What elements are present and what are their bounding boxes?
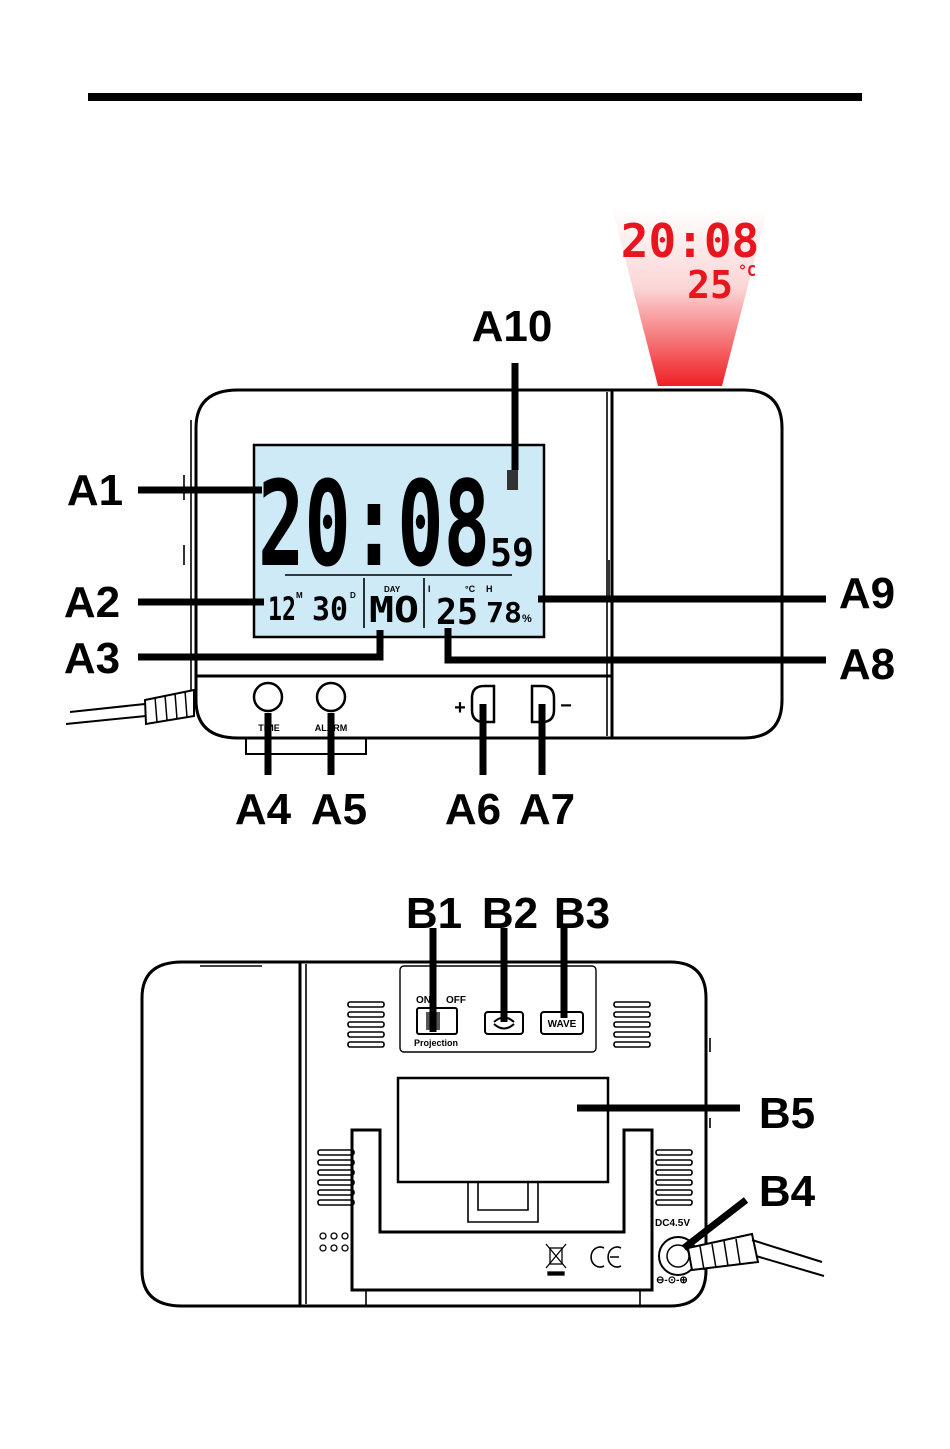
signal-icon [507,470,518,490]
minus-button-label: − [560,695,572,717]
callout-a8: A8 [839,640,895,689]
projection-unit: °C [738,262,756,280]
recycle-bin-icon [546,1244,566,1275]
stand-foot-back [366,1290,640,1306]
callout-b2: B2 [482,889,538,938]
switch-off-label: OFF [446,995,466,1006]
callout-b1: B1 [406,889,462,938]
back-view: ON OFF Projection WAVE DC4.5V ⊖-⊙-⊕ [142,889,824,1306]
power-cable-back [688,1234,824,1276]
vents-left-bottom [318,1150,354,1205]
lcd-time: 20:08 [258,455,490,593]
front-view: 20:08 25 °C 20:08 59 12 M 30 [64,208,895,834]
lcd-day-unit: D [350,591,356,600]
lcd-seconds: 59 [490,531,534,575]
ce-mark-icon [591,1247,621,1267]
stand-latch [468,1182,538,1222]
projection-switch-label: Projection [414,1038,458,1048]
vents-right-top [614,1002,650,1047]
lcd-month: 12 [268,590,296,628]
lcd-day: 30 [312,590,348,628]
callout-a10: A10 [472,302,553,351]
polarity-icon: ⊖-⊙-⊕ [656,1275,688,1286]
lcd-temperature: 25 [436,592,478,633]
vents-right-bottom [656,1150,692,1205]
lcd-weekday: MO [369,590,419,631]
callout-a9: A9 [839,569,895,618]
power-cable-front [66,690,194,724]
callout-b3: B3 [554,889,610,938]
power-rating-label: DC4.5V [655,1218,690,1229]
stand-foot [246,738,366,754]
lcd-month-unit: M [296,591,303,600]
wave-button-label: WAVE [548,1019,577,1030]
projection-time: 20:08 [621,214,759,268]
time-button[interactable] [254,683,282,711]
callout-a3: A3 [64,634,120,683]
callout-a4: A4 [235,785,292,834]
callout-a5: A5 [311,785,367,834]
vents-left-top [348,1002,384,1047]
callout-b5: B5 [759,1089,815,1138]
callout-a2: A2 [64,578,120,627]
speaker-holes [320,1233,348,1251]
lcd-humidity: 78 [486,596,522,629]
alarm-button[interactable] [317,683,345,711]
battery-compartment [398,1078,608,1182]
lcd-humidity-unit: % [522,613,532,625]
lcd-indoor-marker: I [428,584,431,594]
lcd-humidity-marker: H [486,584,493,594]
callout-a1: A1 [67,466,123,515]
callout-a6: A6 [445,785,501,834]
callout-b4: B4 [759,1167,816,1216]
plus-button-label: + [454,697,466,719]
callout-a7: A7 [519,785,575,834]
switch-on-label: ON [416,995,431,1006]
projection-temperature: 25 [687,263,733,307]
